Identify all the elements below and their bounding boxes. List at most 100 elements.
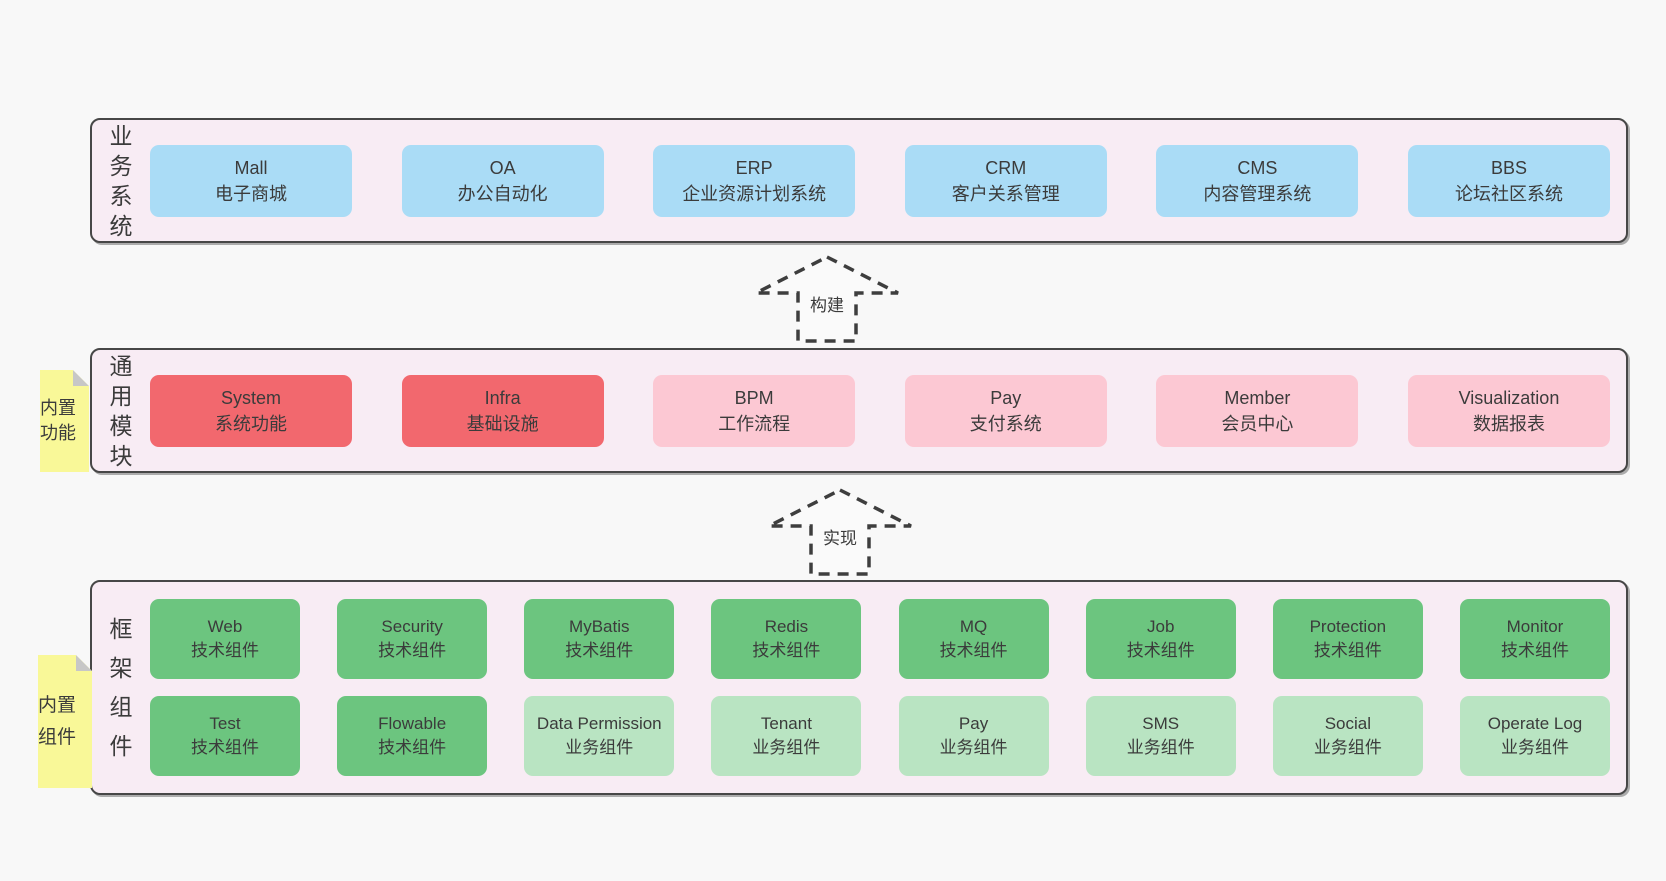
- box-name: SMS: [1142, 714, 1180, 733]
- panel-label-char: 架: [109, 654, 133, 681]
- box-name: Pay: [990, 387, 1022, 408]
- panel-label-char: 通: [109, 352, 133, 379]
- box-subtitle: 电子商城: [215, 183, 287, 204]
- box-name: BBS: [1490, 157, 1527, 178]
- panel-label-framework-components: 框架组件: [92, 582, 150, 793]
- sticky-label-char: 能: [58, 423, 76, 443]
- box-subtitle: 支付系统: [969, 413, 1042, 434]
- box-subtitle: 业务组件: [752, 738, 821, 757]
- panel-label-char: 模: [109, 412, 133, 439]
- box-name: Pay: [958, 714, 989, 733]
- sticky-label-char: 内: [38, 694, 58, 716]
- panel-label-char: 务: [109, 152, 133, 179]
- panel-label-char: 业: [109, 122, 133, 149]
- box-subtitle: 客户关系管理: [951, 183, 1060, 204]
- panel-label-common-modules: 通用模块: [92, 350, 150, 471]
- panel-label-char: 统: [109, 212, 133, 239]
- box-name: CMS: [1237, 157, 1278, 178]
- box-subtitle: 业务组件: [939, 738, 1008, 757]
- box-subtitle: 会员中心: [1221, 413, 1294, 434]
- box-name: Web: [207, 617, 243, 636]
- box-subtitle: 论坛社区系统: [1454, 183, 1563, 204]
- box-subtitle: 工作流程: [718, 413, 791, 434]
- sticky-label-char: 置: [57, 694, 77, 716]
- box-name: Operate Log: [1487, 714, 1583, 733]
- sticky-text: 内置组件: [38, 690, 92, 754]
- box-subtitle: 系统功能: [215, 413, 287, 434]
- box-web: Web 技术组件: [150, 599, 300, 679]
- box-name: BPM: [734, 387, 774, 408]
- sticky-label-char: 组: [38, 726, 58, 748]
- panel-label-char: 框: [109, 615, 133, 642]
- box-subtitle: 技术组件: [191, 641, 259, 660]
- box-subtitle: 技术组件: [378, 738, 447, 757]
- box-name: Infra: [484, 387, 521, 408]
- box-subtitle: 技术组件: [1313, 641, 1382, 660]
- box-subtitle: 技术组件: [191, 738, 259, 757]
- box-subtitle: 技术组件: [939, 641, 1008, 660]
- box-name: Protection: [1309, 617, 1387, 636]
- box-protection: Protection 技术组件: [1272, 599, 1423, 679]
- box-name: MQ: [959, 617, 988, 636]
- box-name: Security: [381, 617, 443, 636]
- box-flowable: Flowable 技术组件: [337, 696, 488, 776]
- box-name: Visualization: [1458, 387, 1560, 408]
- box-member: Member 会员中心: [1156, 374, 1359, 447]
- box-sms: SMS 业务组件: [1085, 696, 1236, 776]
- implement-arrow-icon: 实现: [768, 488, 912, 576]
- box-name: Data Permission: [536, 714, 662, 733]
- box-subtitle: 业务组件: [565, 738, 634, 757]
- box-name: Mall: [234, 157, 268, 178]
- box-subtitle: 业务组件: [1126, 738, 1195, 757]
- box-mq: MQ 技术组件: [898, 599, 1049, 679]
- sticky-label-char: 置: [58, 398, 76, 418]
- box-name: System: [220, 387, 281, 408]
- box-cms: CMS 内容管理系统: [1156, 144, 1359, 217]
- box-mybatis: MyBatis 技术组件: [524, 599, 675, 679]
- sticky-label-char: 内: [40, 398, 58, 418]
- box-subtitle: 技术组件: [1126, 641, 1195, 660]
- sticky-label-char: 件: [57, 726, 77, 748]
- implement-arrow-label: 实现: [823, 529, 857, 548]
- box-security: Security 技术组件: [337, 599, 488, 679]
- panel-label-char: 块: [109, 442, 133, 469]
- box-subtitle: 办公自动化: [457, 183, 548, 204]
- box-name: Member: [1224, 387, 1291, 408]
- box-visualization: Visualization 数据报表: [1407, 374, 1610, 447]
- box-bpm: BPM 工作流程: [653, 374, 856, 447]
- sticky-label-char: 功: [40, 423, 58, 443]
- box-pay: Pay 业务组件: [898, 696, 1049, 776]
- box-name: Flowable: [378, 714, 447, 733]
- box-subtitle: 内容管理系统: [1203, 183, 1312, 204]
- box-subtitle: 业务组件: [1313, 738, 1382, 757]
- folded-corner-icon: [73, 370, 89, 386]
- box-name: MyBatis: [569, 617, 630, 636]
- box-subtitle: 技术组件: [1500, 641, 1569, 660]
- panel-label-char: 件: [109, 732, 133, 759]
- box-mall: Mall 电子商城: [150, 144, 352, 217]
- box-name: Test: [209, 714, 241, 733]
- box-tenant: Tenant 业务组件: [711, 696, 862, 776]
- sticky-note-built-in-features: 内置功能: [40, 370, 89, 472]
- box-subtitle: 技术组件: [378, 641, 447, 660]
- box-data-permission: Data Permission 业务组件: [524, 696, 675, 776]
- box-bbs: BBS 论坛社区系统: [1407, 144, 1610, 217]
- panel-label-char: 组: [109, 693, 133, 720]
- box-name: OA: [489, 157, 516, 178]
- box-subtitle: 技术组件: [565, 641, 634, 660]
- build-arrow-label: 构建: [810, 296, 844, 315]
- box-subtitle: 数据报表: [1472, 413, 1545, 434]
- box-name: Tenant: [760, 714, 812, 733]
- box-test: Test 技术组件: [150, 696, 300, 776]
- box-pay: Pay 支付系统: [904, 374, 1107, 447]
